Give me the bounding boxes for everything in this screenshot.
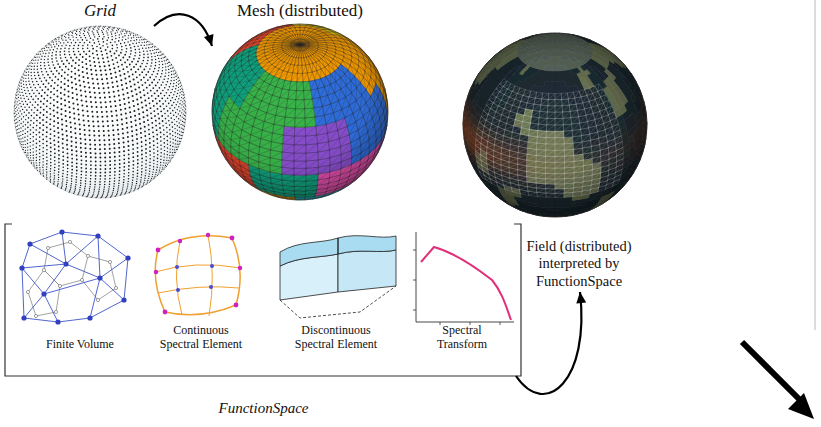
cse-element [155,236,240,315]
field-globe-shade [463,33,647,217]
method-label: Finite Volume [46,338,114,352]
frame-edge [814,0,816,330]
method-label: Spectral Transform [422,324,502,352]
finite-volume-icon [19,229,130,324]
grid-sphere-node: Grid [14,26,186,198]
field-globe-node: Field (distributed) interpreted by Funct… [463,30,693,292]
connector-line [154,14,212,46]
dse-base [280,286,396,318]
fv-nodes [19,229,130,324]
spectrum-axes [416,232,514,322]
grid-points [14,26,187,199]
cse-node: Continuous Spectral Element [145,228,257,352]
fv-edges [22,232,128,322]
dual-cells [28,242,116,316]
mesh-sphere-node: Mesh (distributed) [212,24,388,200]
method-label: Discontinuous Spectral Element [288,324,384,352]
grid-point-set [14,26,187,199]
outgoing-arrowhead [788,393,814,419]
finite-volume-node: Finite Volume [20,228,140,352]
dse-discontinuity [337,238,338,254]
dse-node: Discontinuous Spectral Element [273,228,399,352]
continuous-spectral-element-icon [154,233,242,316]
discontinuous-spectral-element-icon [280,236,396,318]
connector-line [516,292,581,394]
mesh-sphere-shade [212,24,388,200]
spectrum-curve [421,247,511,320]
connector [154,14,214,46]
field-caption: Field (distributed) interpreted by Funct… [511,238,647,290]
mesh-title: Mesh (distributed) [237,1,363,21]
mesh-partitions [212,24,388,200]
functionspace-bracket [5,224,521,376]
dse-side [338,250,396,292]
dse-top [280,236,396,266]
axis-ticks [413,250,500,325]
connector [516,292,586,394]
functionspace-title: FunctionSpace [5,399,522,417]
field-globe [463,33,647,217]
fv-vertices [26,240,117,317]
cse-nodes [154,233,242,315]
outgoing-arrow [742,342,799,399]
cse-gridlines [155,235,241,316]
arrowhead [576,292,586,304]
mesh-triangles [212,24,388,200]
grid-sphere [14,26,186,198]
functionspace-panel: FunctionSpaceFinite VolumeContinuous Spe… [5,218,522,376]
grid-title: Grid [84,1,116,21]
spectral-transform-icon [413,232,514,325]
cse-inner-nodes [175,264,214,292]
spectral-transform-node: Spectral Transform [403,228,521,352]
arrowhead [204,34,214,46]
method-label: Continuous Spectral Element [153,324,249,352]
